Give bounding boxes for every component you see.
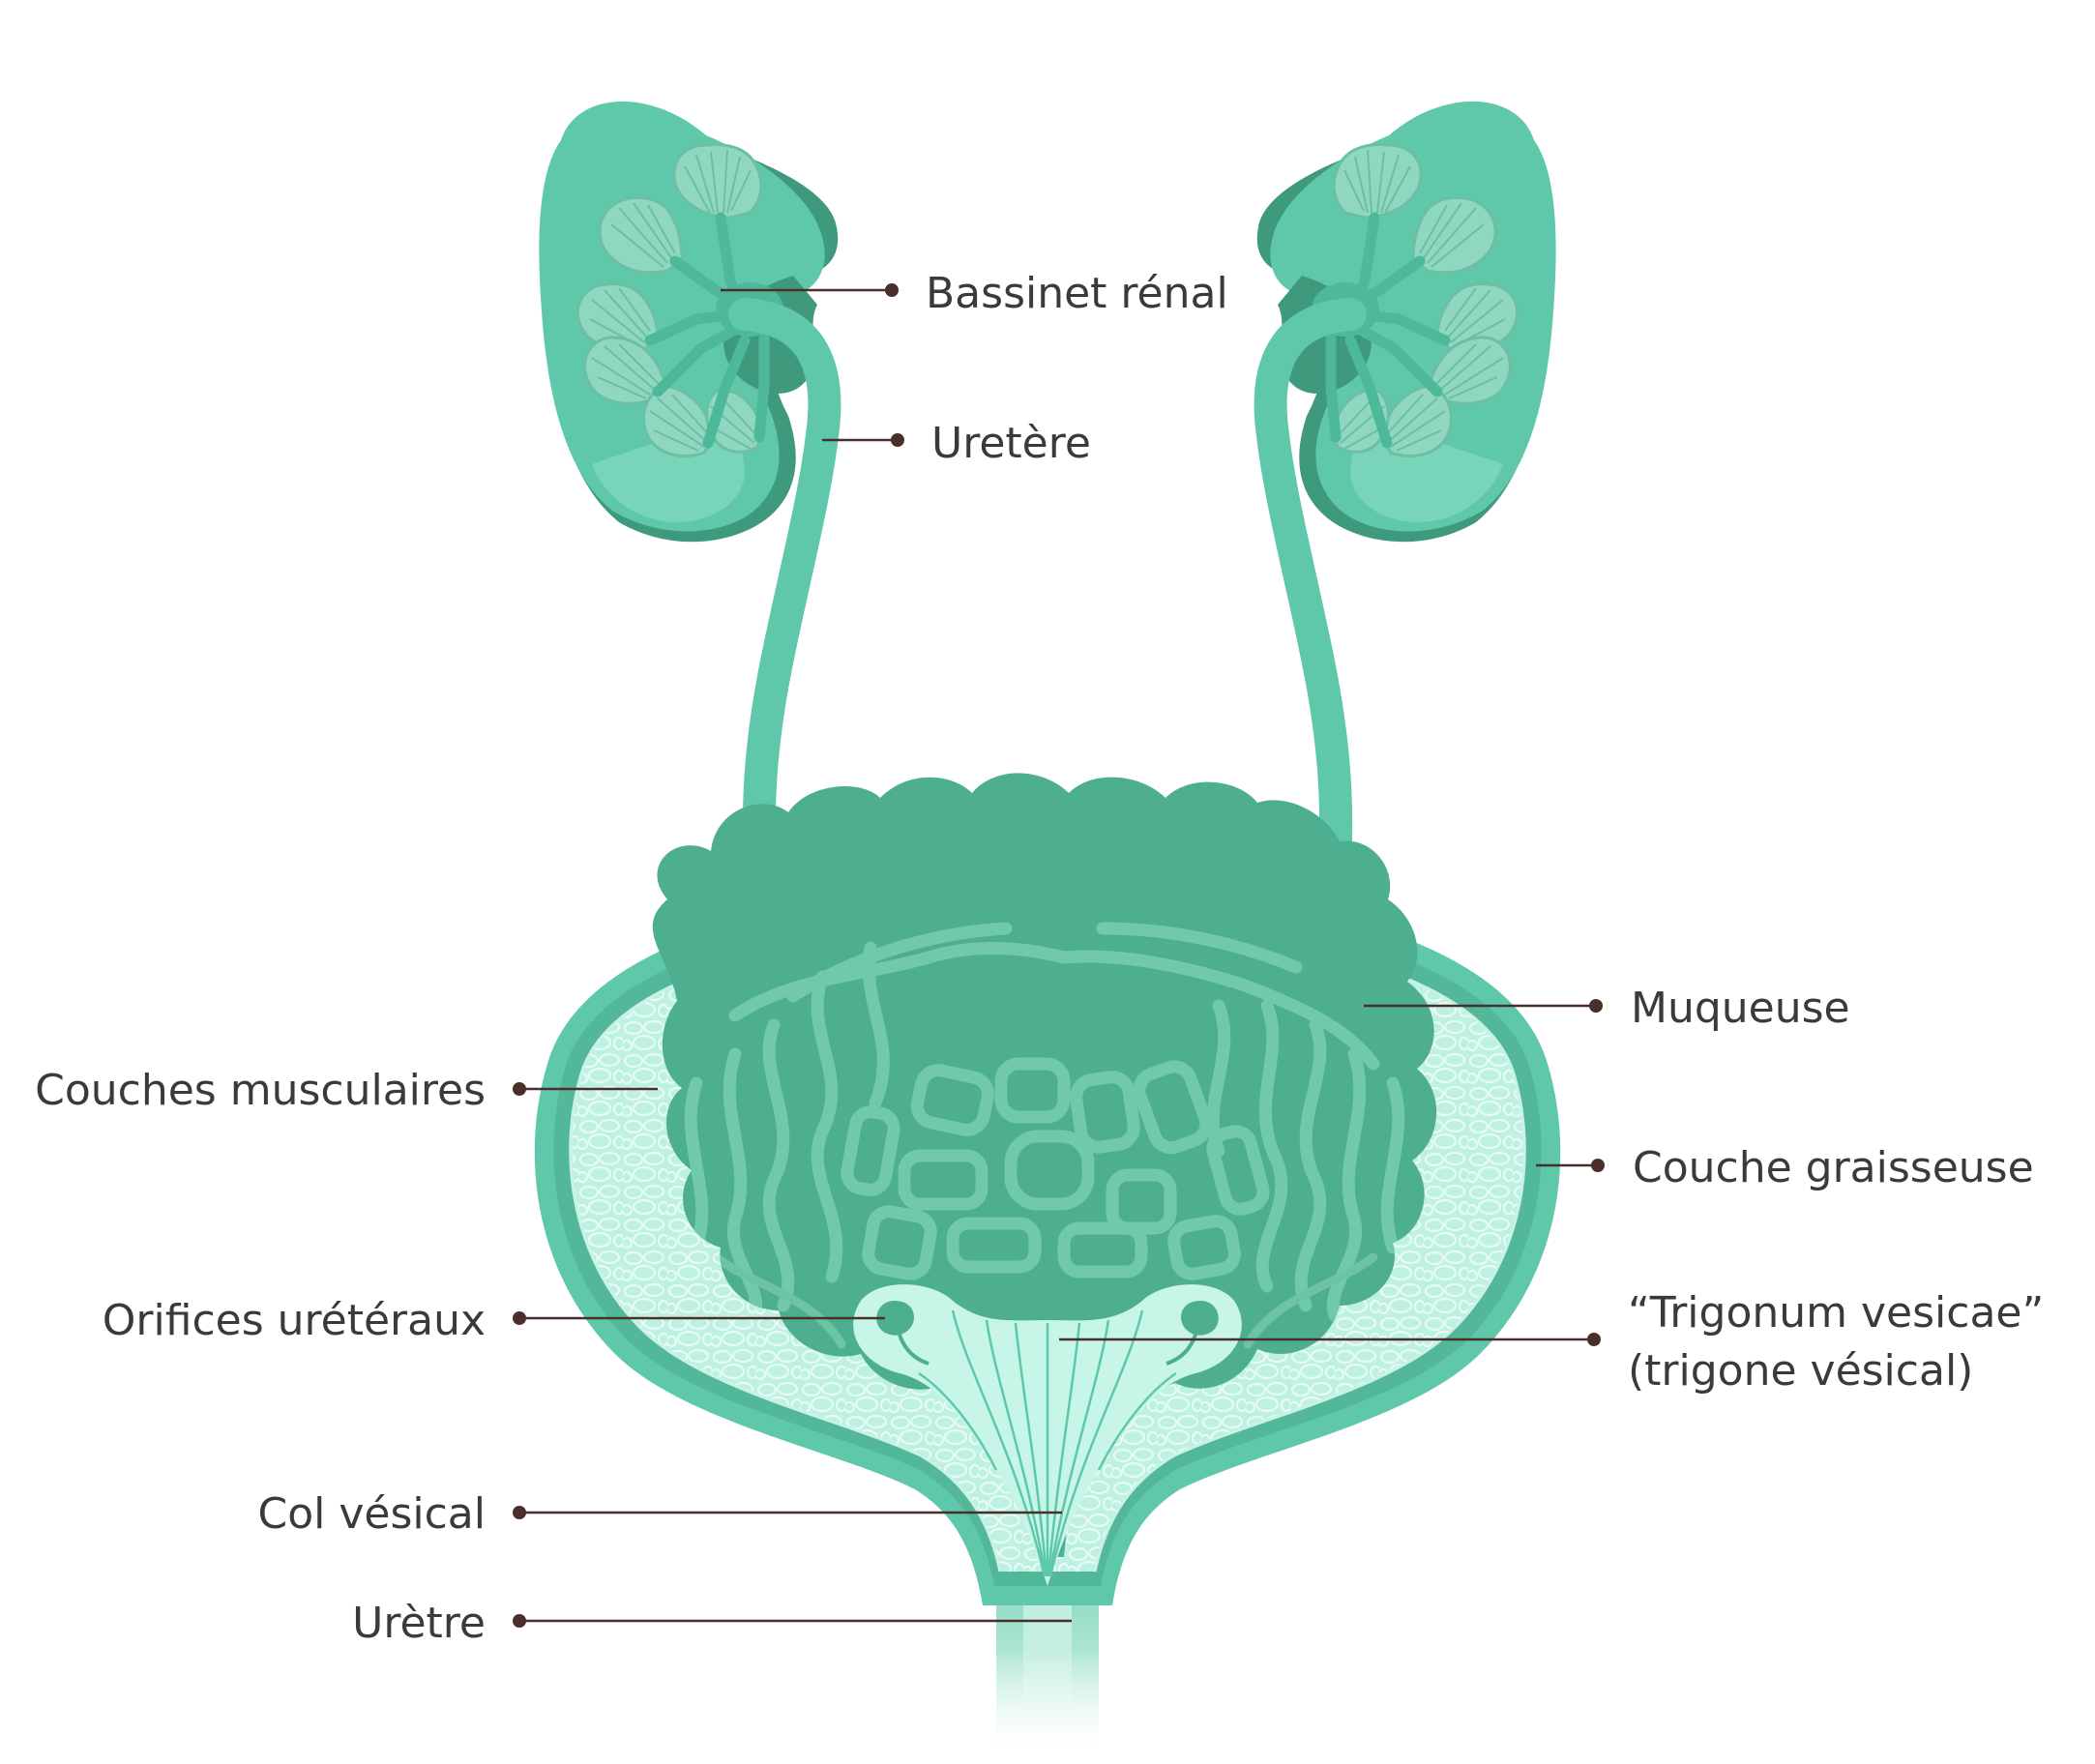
label-trigonum: “Trigonum vesicae” (trigone vésical) <box>1059 1288 2044 1396</box>
label-uretre-text: Urètre <box>352 1599 486 1648</box>
label-trigonum-line2: (trigone vésical) <box>1628 1346 1973 1396</box>
label-orifices-ureteraux: Orifices urétéraux <box>103 1296 885 1345</box>
label-muqueuse-text: Muqueuse <box>1631 984 1850 1033</box>
label-couche-graisseuse-text: Couche graisseuse <box>1633 1143 2034 1192</box>
label-bassinet-renal: Bassinet rénal <box>721 269 1228 318</box>
label-col-vesical-text: Col vésical <box>258 1489 487 1539</box>
label-col-vesical: Col vésical <box>258 1489 1062 1539</box>
right-ureter <box>1254 298 1367 945</box>
right-kidney <box>1256 101 1556 543</box>
left-ureteral-orifice <box>876 1301 914 1336</box>
bladder <box>534 773 1561 1605</box>
label-muqueuse: Muqueuse <box>1364 984 1850 1033</box>
label-uretre: Urètre <box>352 1599 1072 1648</box>
label-couches-musculaires: Couches musculaires <box>35 1066 658 1115</box>
left-ureter <box>728 298 841 945</box>
label-orifices-ureteraux-text: Orifices urétéraux <box>103 1296 486 1345</box>
label-uretere-text: Uretère <box>931 419 1091 468</box>
label-couches-musculaires-text: Couches musculaires <box>35 1066 486 1115</box>
label-trigonum-line1: “Trigonum vesicae” <box>1628 1288 2044 1338</box>
right-ureteral-orifice <box>1181 1301 1219 1336</box>
trigone <box>853 1284 1242 1586</box>
label-couche-graisseuse: Couche graisseuse <box>1536 1143 2034 1192</box>
label-uretere: Uretère <box>822 419 1091 468</box>
label-bassinet-renal-text: Bassinet rénal <box>926 269 1228 318</box>
